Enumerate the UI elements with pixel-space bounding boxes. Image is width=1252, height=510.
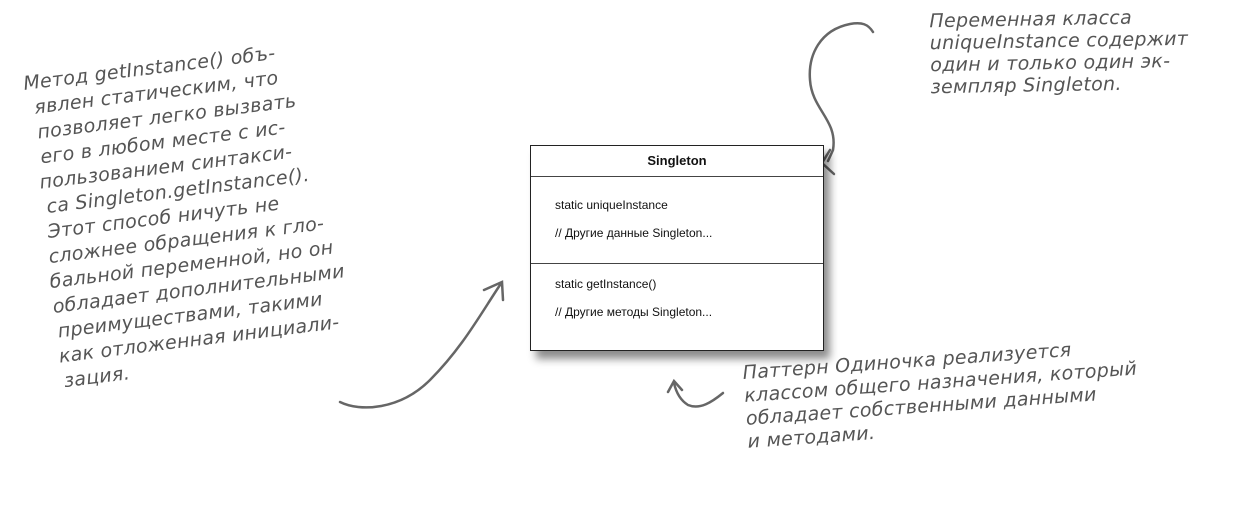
- attribute: static uniqueInstance: [555, 198, 668, 212]
- arrowhead-bottom: [666, 378, 684, 394]
- note-line: земпляр Singleton.: [930, 72, 1122, 99]
- uml-class-box: Singleton static uniqueInstance // Други…: [530, 145, 824, 351]
- method: // Другие методы Singleton...: [555, 305, 713, 319]
- arrow-to-class: [672, 381, 725, 408]
- class-name: Singleton: [531, 146, 823, 177]
- arrow-to-get-instance: [338, 283, 502, 409]
- methods-section: static getInstance() // Другие методы Si…: [531, 264, 823, 326]
- annotation-unique-instance: Переменная класса uniqueInstance содержи…: [929, 6, 1189, 99]
- annotation-get-instance: Метод getInstance() объ- явлен статическ…: [22, 36, 355, 395]
- arrowhead-left: [482, 280, 505, 302]
- attributes-section: static uniqueInstance // Другие данные S…: [531, 177, 823, 264]
- attribute: // Другие данные Singleton...: [555, 226, 713, 240]
- arrow-to-unique-instance: [808, 22, 875, 163]
- method: static getInstance(): [555, 277, 657, 291]
- note-line: один и только один эк-: [930, 50, 1171, 77]
